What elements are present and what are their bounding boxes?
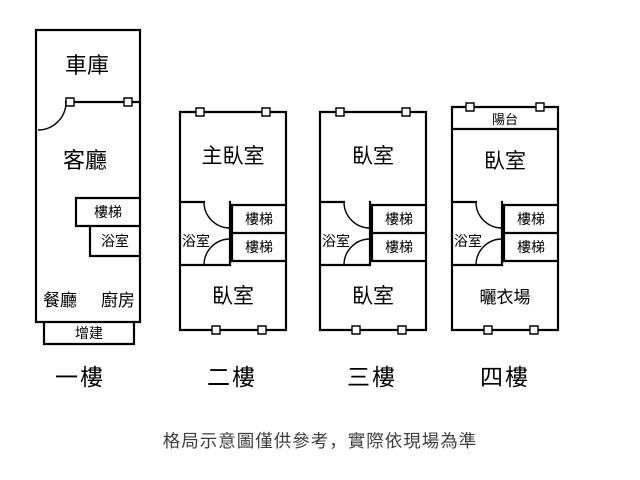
floor4-laundry-label: 曬衣場 (480, 288, 531, 307)
floor1-bath-label: 浴室 (101, 233, 129, 249)
floor1-garage-label: 車庫 (65, 53, 109, 78)
floor1-name: 一樓 (55, 364, 105, 390)
floor3-bedroom-bottom-label: 臥室 (352, 285, 394, 308)
floor4-door-arcs (475, 201, 503, 266)
floor2-window-marks (195, 107, 271, 335)
floor3-walls (318, 110, 428, 332)
floor3-door-arcs (343, 201, 371, 266)
floor1-addition-label: 增建 (75, 325, 103, 341)
floor4-stairs-upper-label: 樓梯 (517, 211, 545, 227)
floor3-stairs-upper-label: 樓梯 (385, 211, 413, 227)
floor3-window-marks (335, 107, 411, 335)
disclaimer-caption: 格局示意圖僅供參考，實際依現場為準 (163, 431, 478, 451)
floor4-stairs-lower-label: 樓梯 (517, 239, 545, 255)
floor4-bath-label: 浴室 (454, 233, 482, 249)
floor1-door-arc (37, 101, 67, 131)
floor3-plan: 臥室 浴室 樓梯 樓梯 臥室 三樓 (318, 107, 428, 390)
floor2-door-arcs (203, 201, 231, 266)
floor4-walls (450, 105, 560, 332)
floor2-stairs-lower-label: 樓梯 (245, 239, 273, 255)
floor1-window-marks (65, 97, 133, 107)
floor2-walls (178, 110, 288, 332)
floor1-stairs-label: 樓梯 (94, 204, 122, 220)
floor4-plan: 陽台 臥室 浴室 樓梯 樓梯 曬衣場 四樓 (450, 102, 560, 390)
floor4-bedroom-label: 臥室 (484, 150, 526, 173)
floor1-living-label: 客廳 (63, 148, 107, 173)
floor4-window-marks (465, 102, 545, 335)
floor3-bedroom-top-label: 臥室 (352, 145, 394, 168)
floor4-balcony-label: 陽台 (492, 112, 518, 127)
floor1-kitchen-label: 廚房 (101, 290, 135, 310)
floor3-bath-label: 浴室 (322, 233, 350, 249)
floor2-plan: 主臥室 浴室 樓梯 樓梯 臥室 二樓 (178, 107, 288, 390)
floor4-name: 四樓 (480, 364, 530, 390)
floor1-dining-label: 餐廳 (43, 291, 77, 310)
floor2-bedroom-label: 臥室 (212, 285, 254, 308)
floor1-walls (34, 28, 142, 346)
floor2-bath-label: 浴室 (182, 233, 210, 249)
floor1-plan: 車庫 客廳 樓梯 浴室 餐廳 廚房 增建 一樓 (34, 28, 142, 390)
floor2-name: 二樓 (207, 364, 257, 390)
floor3-name: 三樓 (347, 364, 397, 390)
floor3-stairs-lower-label: 樓梯 (385, 239, 413, 255)
floor2-stairs-upper-label: 樓梯 (245, 211, 273, 227)
floor2-master-label: 主臥室 (202, 145, 265, 168)
